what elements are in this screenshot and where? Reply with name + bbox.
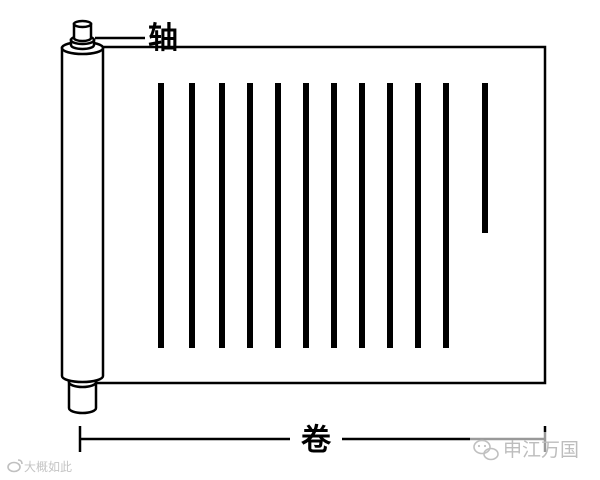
text-columns (158, 83, 488, 348)
wechat-icon (473, 439, 499, 461)
rod-label: 轴 (148, 21, 178, 56)
scroll-paper (88, 45, 547, 385)
scroll-label: 卷 (301, 423, 332, 458)
scroll-rod (60, 40, 105, 384)
weibo-icon (7, 459, 23, 473)
watermark-right: 申江万国 (470, 432, 582, 464)
watermark-left-text: 大概如此 (24, 459, 72, 474)
watermark-right-text: 申江万国 (503, 439, 579, 461)
watermark-left: 大概如此 (7, 459, 72, 474)
rod-top-knob (69, 19, 96, 51)
